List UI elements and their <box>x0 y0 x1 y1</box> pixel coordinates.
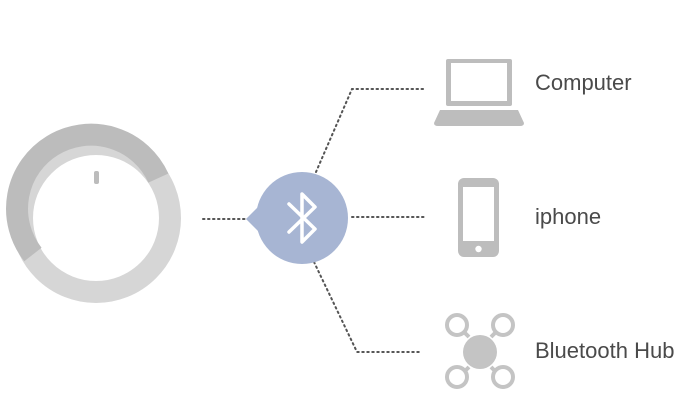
device-label-bluetooth-hub: Bluetooth Hub <box>535 338 675 363</box>
connector-hub <box>313 261 423 353</box>
knob-ring-dark <box>6 123 169 262</box>
bluetooth-icon <box>287 192 317 244</box>
connector-computer <box>315 88 425 173</box>
bluetooth-bubble <box>246 172 348 264</box>
hub-icon <box>445 313 515 389</box>
phone-icon <box>458 178 499 257</box>
knob-icon <box>6 123 181 303</box>
device-label-iphone: iphone <box>535 204 602 229</box>
connectors <box>202 88 427 353</box>
bluetooth-pointer <box>246 203 262 235</box>
device-label-computer: Computer <box>535 70 632 95</box>
laptop-icon <box>434 59 524 126</box>
knob-indicator <box>94 171 99 184</box>
